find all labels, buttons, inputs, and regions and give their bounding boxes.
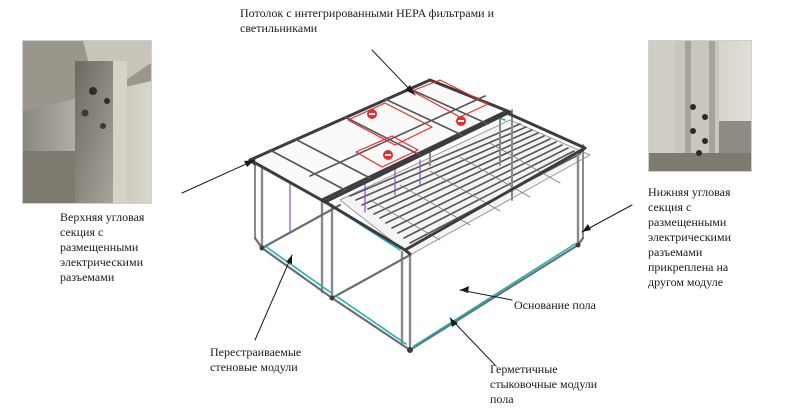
floor-base-label: Основание пола [514,298,596,312]
lower-corner-label: Нижняя угловая секция с размещенными эле… [648,185,731,289]
upper-corner-label: Верхняя угловая секция с размещенными эл… [60,210,145,284]
lower-corner-photo [648,40,752,172]
front-frame [260,150,580,352]
sealed-docking-label: Герметичные стыковочные модули пола [490,362,598,406]
electrical-accents [289,159,421,233]
wall-modules-label: Перестраиваемые стеновые модули [210,345,302,374]
upper-corner-photo [22,40,152,204]
ceiling-label: Потолок с интегрированными HEPA фильтрам… [240,6,495,35]
